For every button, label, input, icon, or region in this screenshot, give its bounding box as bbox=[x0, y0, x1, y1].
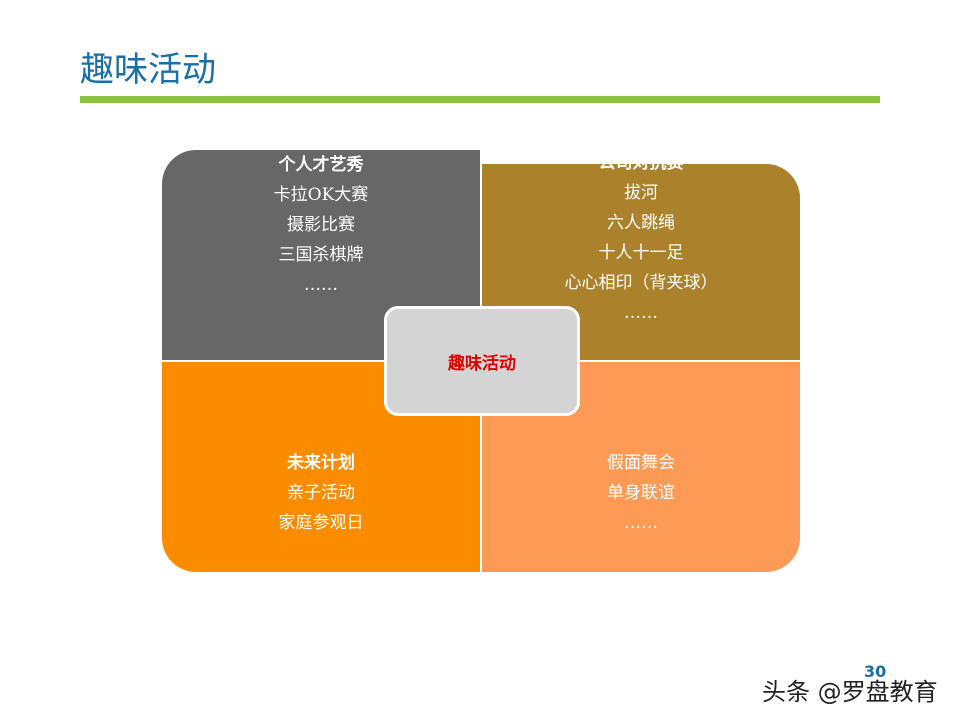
title-divider bbox=[80, 96, 880, 103]
list-item: 亲子活动 bbox=[287, 483, 355, 503]
quadrant-heading: 公司对抗赛 bbox=[598, 153, 684, 173]
list-item: …… bbox=[304, 275, 338, 295]
center-label: 趣味活动 bbox=[384, 306, 580, 416]
list-item: 家庭参观日 bbox=[278, 513, 364, 533]
list-item: 摄影比赛 bbox=[287, 215, 355, 235]
list-item: …… bbox=[624, 303, 658, 323]
list-item: 卡拉OK大赛 bbox=[273, 185, 369, 205]
list-item: 六人跳绳 bbox=[607, 213, 675, 233]
list-item: 心心相印（背夹球） bbox=[564, 273, 718, 293]
quadrant-heading: 未来计划 bbox=[287, 453, 355, 473]
list-item: 假面舞会 bbox=[607, 453, 675, 473]
page-number: 30 bbox=[864, 662, 887, 681]
quadrant-talent-show: 个人才艺秀 卡拉OK大赛 摄影比赛 三国杀棋牌 …… bbox=[162, 150, 480, 360]
list-item: 单身联谊 bbox=[607, 483, 675, 503]
list-item: 拔河 bbox=[624, 183, 658, 203]
quadrant-heading: 个人才艺秀 bbox=[278, 155, 364, 175]
slide-title: 趣味活动 bbox=[80, 50, 216, 90]
list-item: 十人十一足 bbox=[598, 243, 684, 263]
watermark: 头条 @罗盘教育 bbox=[762, 678, 938, 706]
list-item: 三国杀棋牌 bbox=[278, 245, 364, 265]
list-item: …… bbox=[624, 513, 658, 533]
